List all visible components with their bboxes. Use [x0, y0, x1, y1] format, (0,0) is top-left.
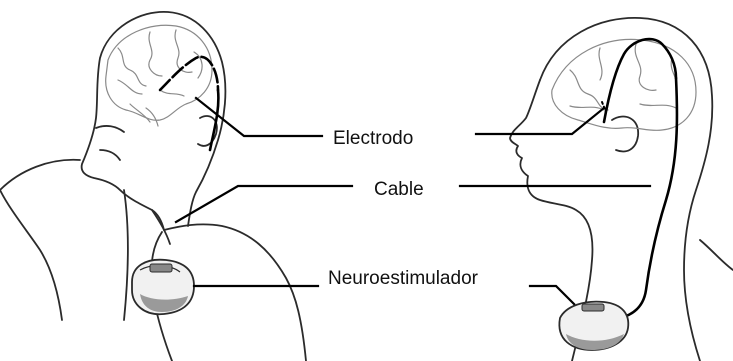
right-cable-path [620, 78, 677, 318]
left-brain [106, 25, 212, 126]
left-head-outline [82, 12, 226, 230]
left-neck [152, 210, 170, 244]
right-neurostimulator-device [559, 302, 628, 350]
leader-electrode-right [476, 108, 604, 134]
right-ear [612, 117, 638, 152]
label-neurostimulator: Neuroestimulador [328, 269, 478, 288]
right-head-outline [540, 18, 712, 361]
left-neurostimulator-device [132, 260, 194, 315]
label-electrode: Electrodo [333, 129, 413, 148]
label-cable: Cable [374, 180, 424, 199]
left-face-lines [96, 126, 124, 160]
leader-neurostimulator-right [530, 286, 574, 304]
right-electrode [604, 39, 676, 122]
right-back [700, 240, 733, 270]
leader-cable-left [176, 186, 352, 222]
